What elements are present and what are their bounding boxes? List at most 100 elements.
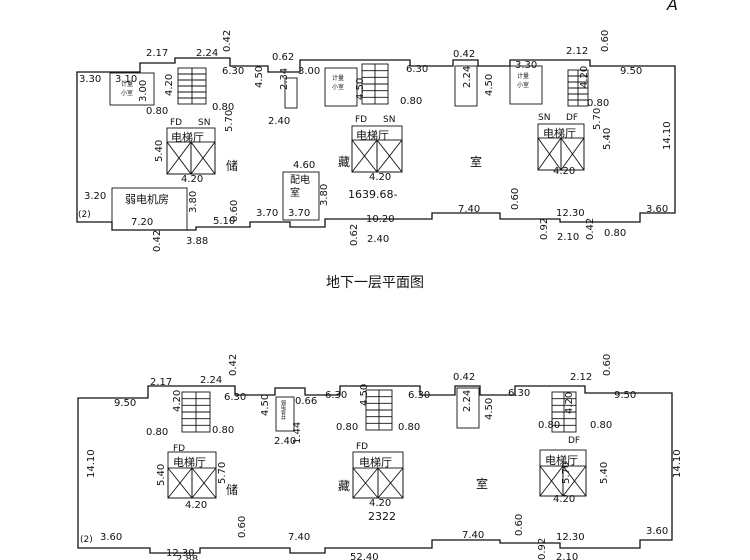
plan2-stair-2 (365, 389, 393, 431)
plan1-dimension-label: 3.80 (319, 184, 330, 206)
plan2-dimension-label: 6.30 (325, 390, 347, 401)
plan1-storage-char-2: 藏 (338, 155, 350, 169)
plan1-dimension-label: 14.10 (662, 121, 673, 150)
plan2-outer-wall (77, 385, 673, 554)
plan1-elevator-hall-2-label: 电梯厅 (356, 129, 389, 142)
plan2-dimension-label: 0.92 (537, 538, 548, 560)
plan2-dimension-label: 6.30 (224, 392, 246, 403)
plan1-elevator-hall-3-label: 电梯厅 (543, 127, 576, 140)
plan1-dimension-label: 0.42 (585, 218, 596, 240)
plan1-shaft-box-2 (454, 65, 478, 107)
plan2-dimension-label: 52.40 (350, 552, 379, 560)
plan1-dimension-label: 3.80 (188, 191, 199, 213)
plan2-dimension-label: 0.80 (590, 420, 612, 431)
plan2-dimension-label: 0.80 (146, 427, 168, 438)
plan2-elevator-hall-2-label: 电梯厅 (359, 456, 392, 469)
plan1-door-tag-4: SN (383, 115, 395, 125)
plan1-dimension-label: 4.50 (484, 74, 495, 96)
plan2-dimension-label: 2.24 (462, 390, 473, 412)
plan1-dimension-label: 10.20 (366, 214, 395, 225)
plan2-dimension-label: 1.44 (292, 422, 303, 444)
plan1-dimension-label: 4.60 (293, 160, 315, 171)
plan1-area-figure: 1639.68- (348, 188, 397, 201)
plan1-dimension-label: 0.42 (152, 230, 163, 252)
plan1-dimension-label: 3.00 (298, 66, 320, 77)
plan2-dimension-label: 0.66 (295, 396, 317, 407)
plan1-dimension-label: 4.20 (579, 66, 590, 88)
plan2-storage-char-1: 储 (226, 482, 238, 497)
plan2-dimension-label: 0.42 (453, 372, 475, 383)
plan1-dimension-label: 4.50 (254, 66, 265, 88)
plan1-elevator-core-1 (166, 127, 216, 175)
plan1-dimension-label: 4.20 (181, 174, 203, 185)
plan2-dimension-label: 2.10 (556, 552, 578, 560)
plan2-dimension-label: 5.40 (156, 464, 167, 486)
plan1-dimension-label: 3.20 (84, 191, 106, 202)
plan2-dimension-label: 4.20 (369, 498, 391, 509)
plan1-stair-3 (567, 69, 589, 107)
plan2-axis-mark: (2) (80, 535, 93, 545)
plan2-dimension-label: 0.80 (538, 420, 560, 431)
plan2-dimension-label: 4.20 (172, 390, 183, 412)
plan1-title: 地下一层平面图 (326, 275, 424, 291)
plan1-dimension-label: 0.80 (146, 106, 168, 117)
plan2-dimension-label: 0.42 (228, 354, 239, 376)
plan1-dimension-label: 0.60 (510, 188, 521, 210)
plan1-door-tag-5: SN (538, 113, 550, 123)
plan1-door-tag-6: DF (566, 113, 578, 123)
plan1-metering-room-2-box (324, 67, 358, 107)
plan2-dimension-label: 0.80 (212, 425, 234, 436)
plan1-metering-room-3-label: 计量 (517, 72, 529, 80)
plan2-dimension-label: 0.80 (336, 422, 358, 433)
plan1-metering-room-1-label: 计量 (121, 80, 133, 88)
plan2-dimension-label: 5.70 (217, 462, 228, 484)
plan1-storage-char-1: 储 (226, 158, 238, 173)
plan2-dimension-label: 2.88 (176, 554, 198, 560)
plan2-dimension-label: 3.60 (646, 526, 668, 537)
plan2-dimension-label: 4.50 (359, 384, 370, 406)
plan1-elevator-core-2 (351, 125, 403, 173)
plan1-dimension-label: 4.50 (355, 78, 366, 100)
plan1-dimension-label: 5.40 (602, 128, 613, 150)
plan1-dimension-label: 3.60 (646, 204, 668, 215)
plan1-door-tag-3: FD (355, 115, 367, 125)
plan1-dimension-label: 0.80 (212, 102, 234, 113)
plan2-dimension-label: 9.50 (114, 398, 136, 409)
plan2-dimension-label: 2.40 (274, 436, 296, 447)
plan1-dimension-label: 2.12 (566, 46, 588, 57)
plan2-shaft-box-2 (456, 387, 480, 429)
plan1-dimension-label: 9.50 (620, 66, 642, 77)
plan2-dimension-label: 9.50 (614, 390, 636, 401)
plan2-dimension-label: 5.40 (599, 462, 610, 484)
plan2-elevator-core-3 (539, 449, 587, 497)
plan1-stair-2 (361, 63, 389, 105)
plan1-dimension-label: 3.70 (256, 208, 278, 219)
plan1-weak-current-room-label: 弱电机房 (125, 192, 169, 206)
plan1-weak-current-room-box (111, 187, 188, 231)
plan2-dimension-label: 4.20 (185, 500, 207, 511)
plan1-dimension-label: 4.20 (369, 172, 391, 183)
plan1-dimension-label: 0.80 (587, 98, 609, 109)
plan1-dimension-label: 0.80 (400, 96, 422, 107)
plan2-storage-char-2: 藏 (338, 479, 350, 493)
plan2-area-figure: 2322 (368, 510, 396, 523)
plan2-dimension-label: 12.30 (556, 532, 585, 543)
plan2-dimension-label: 4.50 (484, 398, 495, 420)
plan1-dimension-label: 4.20 (553, 166, 575, 177)
plan1-dimension-label: 2.40 (268, 116, 290, 127)
plan2-elevator-hall-3-label: 电梯厅 (545, 454, 578, 467)
plan1-dimension-label: 0.60 (600, 30, 611, 52)
plan1-dimension-label: 2.17 (146, 48, 168, 59)
plan1-dimension-label: 7.20 (131, 217, 153, 228)
plan2-dimension-label: 4.50 (260, 394, 271, 416)
plan1-dimension-label: 5.70 (224, 110, 235, 132)
plan1-dimension-label: 3.70 (288, 208, 310, 219)
plan1-metering-room-1-label: 小室 (121, 89, 133, 97)
plan1-door-tag-1: FD (170, 118, 182, 128)
plan1-dimension-label: 7.40 (458, 204, 480, 215)
plan1-dimension-label: 3.00 (138, 80, 149, 102)
plan1-dimension-label: 3.10 (115, 74, 137, 85)
plan1-dimension-label: 5.40 (154, 140, 165, 162)
